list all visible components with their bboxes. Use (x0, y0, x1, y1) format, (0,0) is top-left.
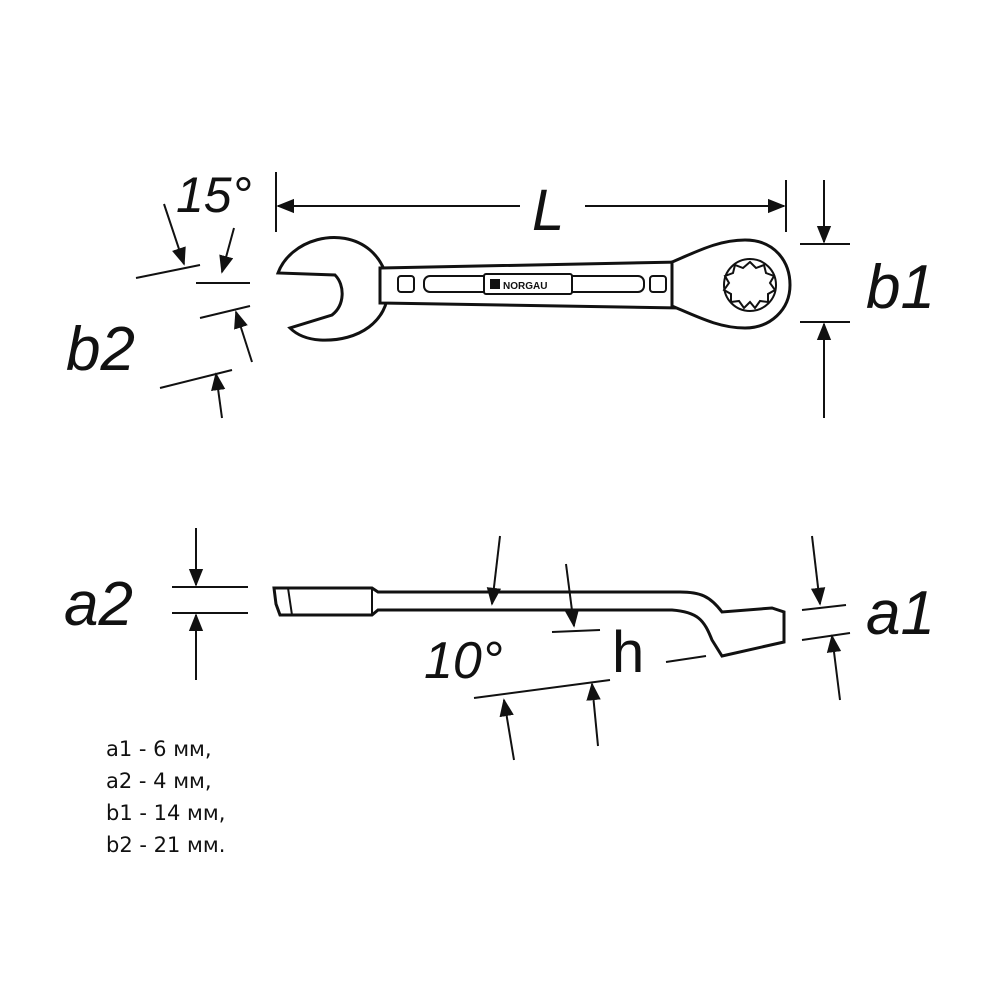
brand-name: NORGAU (503, 281, 547, 292)
angle-top-label: 15° (176, 167, 252, 223)
angle-top-dimension: 15° (135, 167, 252, 279)
h-label: h (612, 620, 644, 685)
b2-label: b2 (66, 315, 135, 384)
shank-slot-right (649, 275, 667, 293)
a2-label: a2 (64, 570, 133, 639)
b1-label: b1 (866, 253, 935, 322)
angle-bottom-label: 10° (424, 632, 503, 690)
ring-bore (723, 258, 777, 312)
shank-slot-left (397, 275, 415, 293)
spec-b2: b2 - 21 мм. (106, 833, 226, 857)
b1-dimension: b1 (800, 180, 935, 418)
ring-spline-icon (722, 260, 777, 310)
length-label: L (532, 178, 564, 243)
spec-list: a1 - 6 мм, a2 - 4 мм, b1 - 14 мм, b2 - 2… (106, 733, 225, 861)
brand-logo-icon (490, 279, 500, 289)
a1-label: a1 (866, 579, 935, 648)
b2-dimension: b2 (66, 282, 253, 419)
wrench-side-view (272, 586, 786, 658)
spec-a2: a2 - 4 мм, (106, 769, 212, 793)
a2-dimension: a2 (64, 528, 248, 680)
ring-end-head (670, 238, 792, 330)
brand-plate (483, 273, 573, 295)
side-profile (272, 586, 786, 658)
angle-bottom-dimension: 10° (424, 535, 601, 690)
wrench-top-view: NORGAU (275, 236, 792, 342)
spec-b1: b1 - 14 мм, (106, 801, 226, 825)
spec-a1: a1 - 6 мм, (106, 737, 212, 761)
length-dimension: L (275, 172, 787, 243)
open-end-jaw (275, 236, 390, 342)
a1-dimension: a1 (801, 535, 935, 701)
side-bevel-line (287, 587, 293, 616)
h-dimension: h (473, 620, 707, 761)
